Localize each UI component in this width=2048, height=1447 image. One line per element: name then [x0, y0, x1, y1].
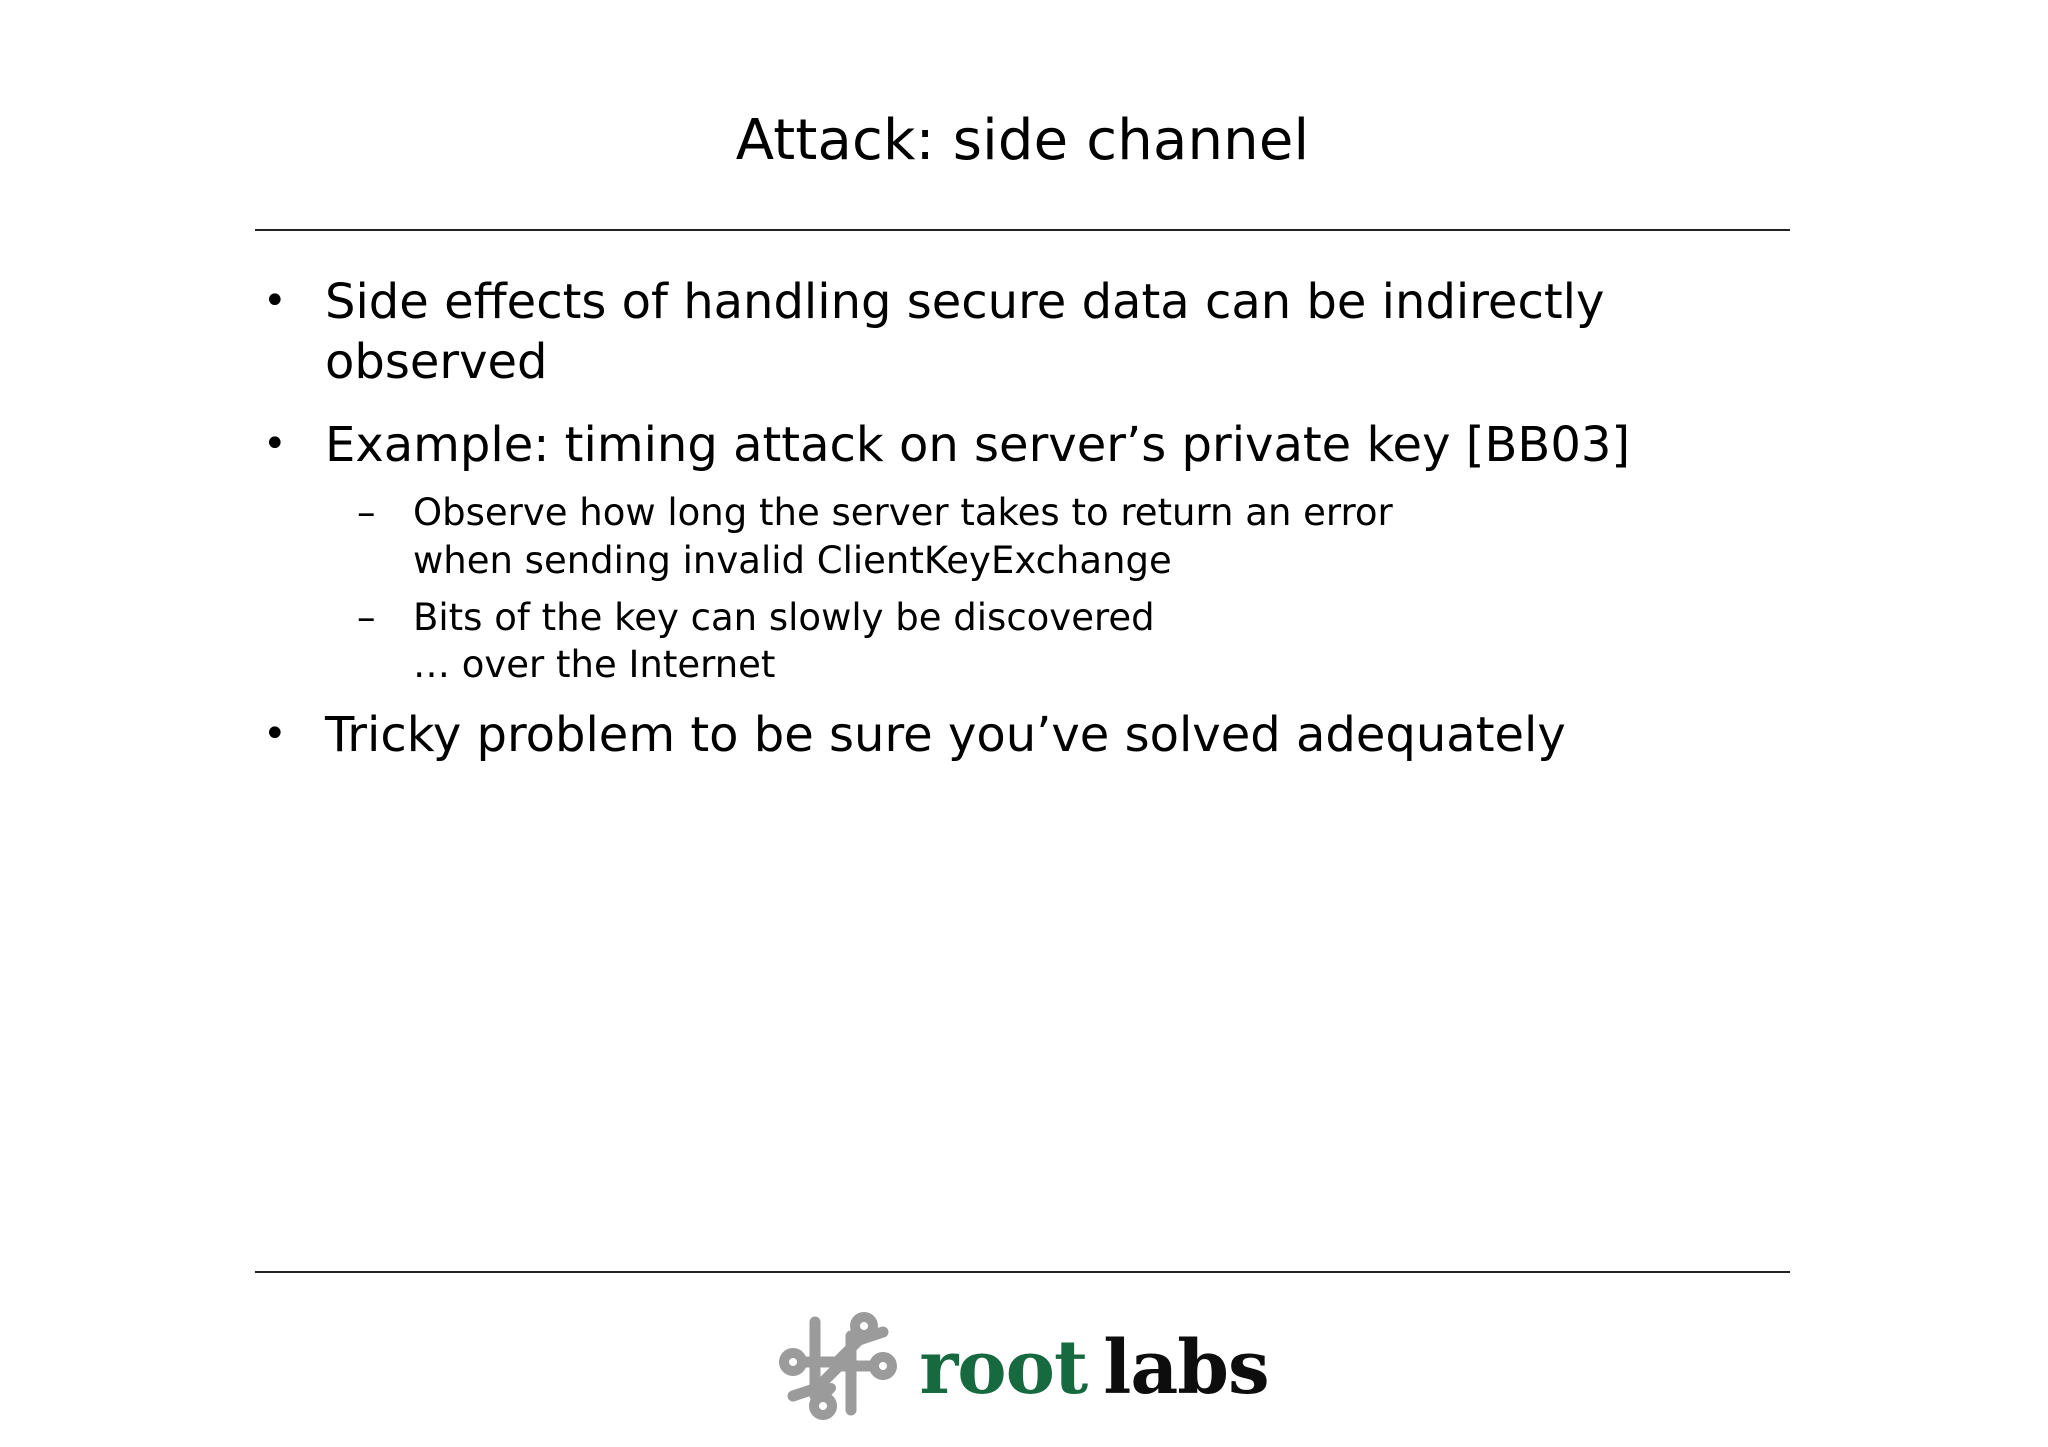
- footer-divider: [255, 1271, 1790, 1273]
- logo-word-root: root: [919, 1325, 1088, 1411]
- bullet-marker: •: [263, 420, 287, 467]
- bullet-item: • Example: timing attack on server’s pri…: [245, 415, 1805, 475]
- page-title: Attack: side channel: [735, 108, 1310, 173]
- sub-bullet-item: – Observe how long the server takes to r…: [245, 489, 1805, 584]
- sub-bullet-marker: –: [357, 491, 376, 535]
- bullet-text: Tricky problem to be sure you’ve solved …: [325, 706, 1566, 763]
- bullet-marker: •: [263, 710, 287, 757]
- sub-bullet-group: – Observe how long the server takes to r…: [245, 489, 1805, 688]
- bullet-marker: •: [263, 278, 287, 324]
- sub-bullet-item: – Bits of the key can slowly be discover…: [245, 594, 1805, 689]
- title-divider: [255, 229, 1790, 231]
- bullet-text: Example: timing attack on server’s priva…: [325, 416, 1631, 473]
- sub-bullet-line: when sending invalid ClientKeyExchange: [413, 538, 1172, 582]
- sub-bullet-line: Observe how long the server takes to ret…: [413, 491, 1393, 535]
- sub-bullet-line: … over the Internet: [413, 643, 776, 687]
- sub-bullet-line: Bits of the key can slowly be discovered: [413, 596, 1155, 640]
- sub-bullet-marker: –: [357, 596, 376, 640]
- root-labs-circuit-icon: [779, 1312, 898, 1420]
- bullet-item: • Tricky problem to be sure you’ve solve…: [245, 705, 1805, 765]
- slide-body: • Side effects of handling secure data c…: [245, 272, 1805, 771]
- bullet-text: Side effects of handling secure data can…: [325, 274, 1605, 391]
- bullet-item: • Side effects of handling secure data c…: [245, 272, 1805, 393]
- logo-word-labs: labs: [1103, 1325, 1269, 1411]
